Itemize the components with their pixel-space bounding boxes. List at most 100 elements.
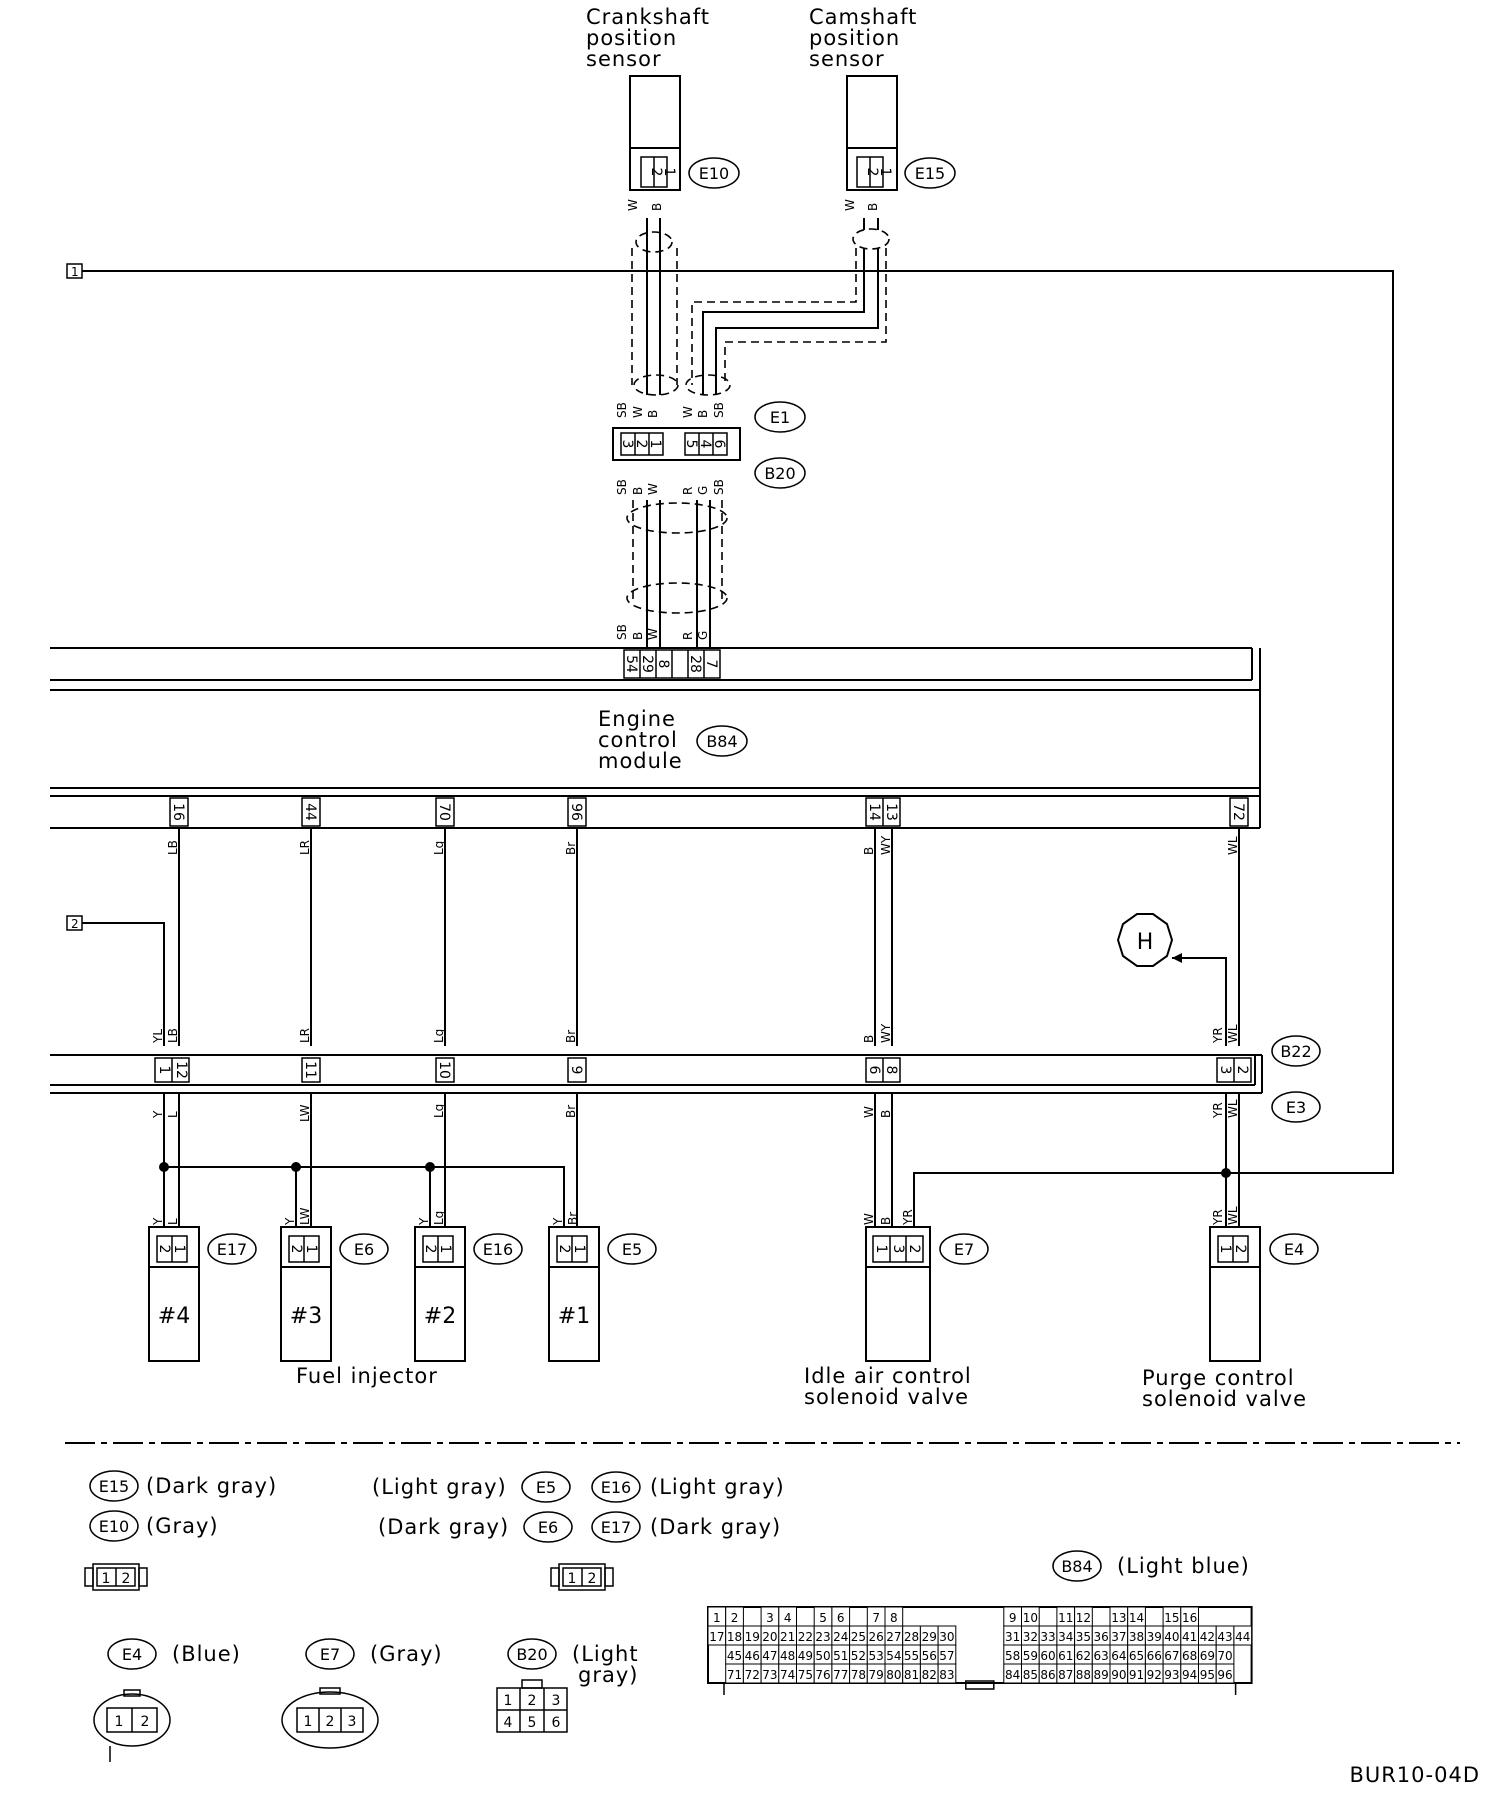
svg-text:Crankshaft: Crankshaft <box>586 5 710 29</box>
svg-text:Lg: Lg <box>432 1029 446 1043</box>
svg-text:1: 1 <box>1217 1245 1233 1254</box>
svg-text:7: 7 <box>703 660 719 669</box>
svg-text:(Light blue): (Light blue) <box>1117 1554 1250 1578</box>
svg-text:E17: E17 <box>217 1240 247 1259</box>
b84-pin-number: 26 <box>869 1630 884 1644</box>
connector-badge-e3 <box>1271 1091 1321 1123</box>
b84-pin-number: 19 <box>745 1630 760 1644</box>
svg-text:Y: Y <box>151 1217 165 1226</box>
svg-text:2: 2 <box>556 1245 572 1254</box>
svg-text:(Gray): (Gray) <box>370 1642 443 1666</box>
svg-text:70: 70 <box>436 803 452 821</box>
svg-text:B: B <box>650 203 664 211</box>
ecm-bottom-wire-codes: LB LR Lg Br B WY WL <box>166 835 1240 855</box>
svg-text:E5: E5 <box>536 1478 556 1497</box>
b84-pin-number: 6 <box>837 1611 845 1625</box>
b20-wire-codes: SB B W R G SB <box>615 479 726 495</box>
b84-pin-number: 18 <box>727 1630 742 1644</box>
b84-pin-number: 34 <box>1058 1630 1073 1644</box>
b84-pin-number: 37 <box>1111 1630 1126 1644</box>
svg-text:2: 2 <box>1232 1245 1248 1254</box>
b84-pin-number: 29 <box>922 1630 937 1644</box>
e1-wire-codes: SB W B W B SB <box>615 402 726 418</box>
svg-text:54: 54 <box>623 655 639 673</box>
injector-2: 2 1 #2 <box>414 1226 466 1362</box>
b84-pin-number: 90 <box>1111 1668 1126 1682</box>
svg-text:2: 2 <box>326 1714 335 1730</box>
svg-text:11: 11 <box>302 1061 318 1079</box>
svg-text:6: 6 <box>711 440 727 449</box>
svg-text:E4: E4 <box>122 1645 142 1664</box>
b84-pin-number: 11 <box>1058 1611 1073 1625</box>
b84-pin-number: 55 <box>904 1649 919 1663</box>
svg-text:2: 2 <box>122 1571 131 1587</box>
svg-text:3: 3 <box>1217 1066 1233 1075</box>
svg-text:(Dark gray): (Dark gray) <box>378 1515 509 1539</box>
svg-text:3: 3 <box>619 440 635 449</box>
svg-text:E7: E7 <box>954 1240 974 1259</box>
svg-text:Y: Y <box>417 1217 431 1226</box>
connector-legend: E15 (Dark gray) E10 (Gray) (Light gray) … <box>84 1470 1250 1762</box>
b84-pin-number: 32 <box>1023 1630 1038 1644</box>
b84-pin-number: 31 <box>1005 1630 1020 1644</box>
svg-text:B: B <box>879 1217 893 1225</box>
svg-text:B: B <box>862 1035 876 1043</box>
b84-pin-number: 4 <box>784 1611 792 1625</box>
connector-badge-e1 <box>754 401 806 433</box>
b84-pin-number: 12 <box>1076 1611 1091 1625</box>
b84-pin-number: 64 <box>1111 1649 1126 1663</box>
svg-text:YL: YL <box>151 1029 165 1044</box>
purge-control-valve: 1 2 <box>1209 1226 1261 1362</box>
svg-text:LB: LB <box>166 840 180 855</box>
svg-text:3: 3 <box>348 1714 357 1730</box>
svg-text:G: G <box>696 486 710 495</box>
svg-text:Engine: Engine <box>598 707 676 731</box>
svg-text:Lg: Lg <box>432 1104 446 1118</box>
svg-text:10: 10 <box>436 1061 452 1079</box>
ecm-label: Engine control module <box>598 707 682 773</box>
injector-4: 2 1 #4 <box>148 1226 200 1362</box>
injector-wire-codes: Y L Y LW Y Lg Y Br W B YR YR WL <box>151 1206 1240 1226</box>
svg-text:H: H <box>1137 930 1154 955</box>
connector-badge-b22 <box>1271 1035 1321 1067</box>
svg-text:R: R <box>681 632 695 640</box>
b84-pin-number: 52 <box>851 1649 866 1663</box>
b84-pin-number: 46 <box>745 1649 760 1663</box>
b84-pin-number: 61 <box>1058 1649 1073 1663</box>
svg-text:W: W <box>626 199 640 211</box>
b84-pin-number: 96 <box>1217 1668 1232 1682</box>
b84-pin-number: 82 <box>922 1668 937 1682</box>
svg-text:LW: LW <box>298 1207 312 1225</box>
b84-pin-number: 30 <box>939 1630 954 1644</box>
connector-badge-b84 <box>696 725 748 757</box>
b84-pin-number: 21 <box>780 1630 795 1644</box>
svg-text:(Dark gray): (Dark gray) <box>146 1474 277 1498</box>
svg-text:WL: WL <box>1226 836 1240 855</box>
svg-text:1: 1 <box>504 1693 513 1709</box>
purge-label: Purge control solenoid valve <box>1142 1366 1306 1411</box>
b84-pin-number: 1 <box>713 1611 721 1625</box>
svg-text:position: position <box>809 26 900 50</box>
connector-badge-e15 <box>904 157 956 189</box>
svg-text:#4: #4 <box>158 1304 190 1329</box>
svg-text:LR: LR <box>298 840 312 855</box>
svg-text:B84: B84 <box>1061 1557 1092 1576</box>
svg-text:sensor: sensor <box>809 47 885 71</box>
ecm-top-wire-codes: SB B W R G <box>615 624 710 640</box>
svg-text:position: position <box>586 26 677 50</box>
svg-text:5: 5 <box>528 1715 537 1731</box>
b84-pin-number: 67 <box>1164 1649 1179 1663</box>
b84-pin-number: 93 <box>1164 1668 1179 1682</box>
connector-badge-e16 <box>473 1233 523 1265</box>
b84-pin-number: 87 <box>1058 1668 1073 1682</box>
svg-text:1: 1 <box>571 1245 587 1254</box>
svg-text:2: 2 <box>648 168 664 177</box>
b84-pin-number: 94 <box>1182 1668 1197 1682</box>
injector-3: 2 1 #3 <box>280 1226 332 1362</box>
svg-text:2: 2 <box>1234 1066 1250 1075</box>
svg-text:2: 2 <box>141 1714 150 1730</box>
svg-text:2: 2 <box>588 1571 597 1587</box>
svg-text:YR: YR <box>1211 1102 1225 1119</box>
